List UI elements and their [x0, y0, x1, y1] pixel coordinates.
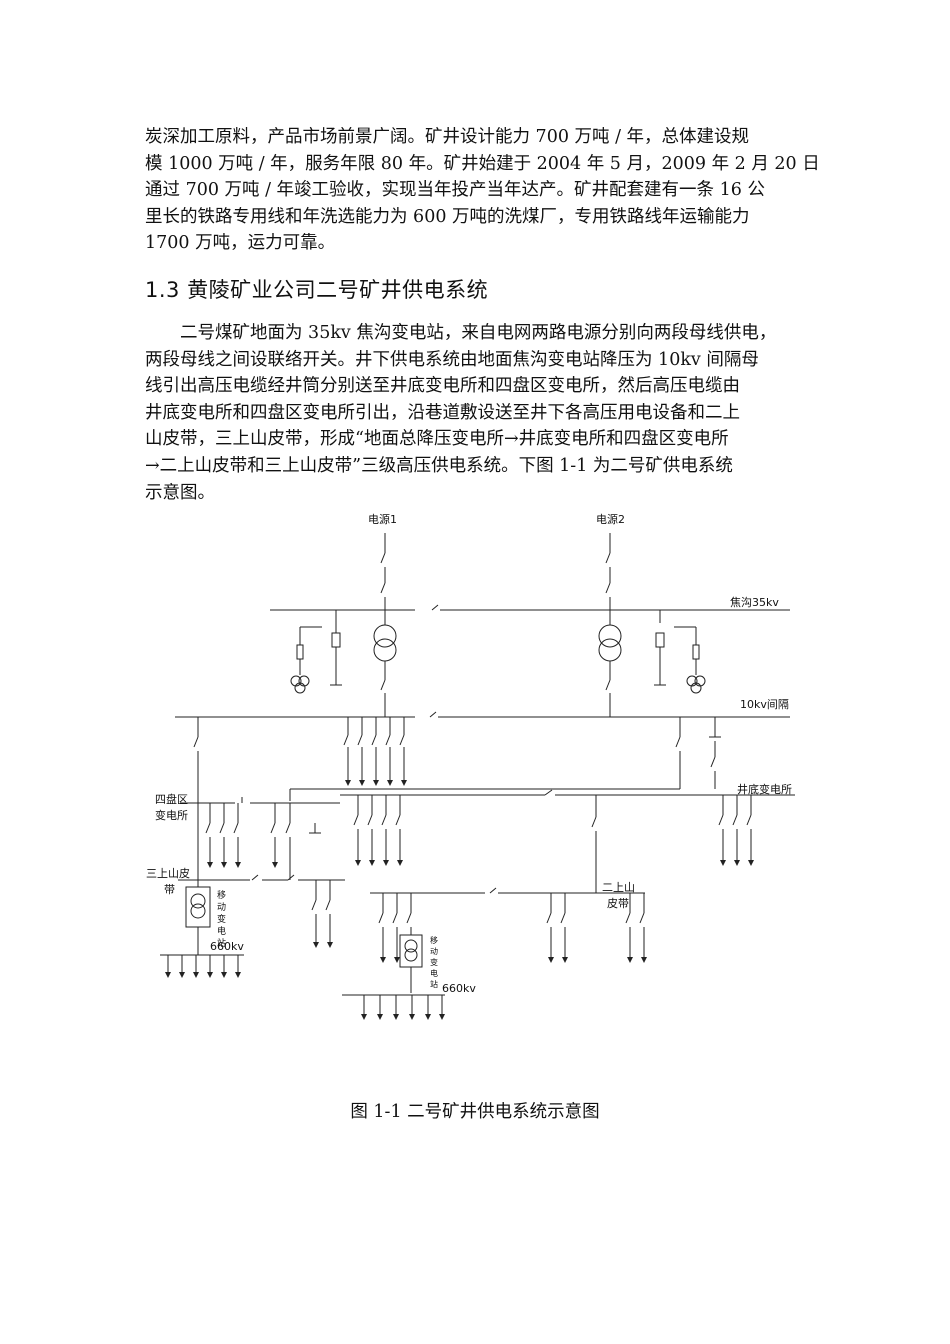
- mobile-label-right: 移 动 变 电 站: [430, 935, 438, 989]
- sanshang-label-1: 三上山皮: [146, 867, 190, 880]
- bus-sipan: [180, 797, 340, 804]
- intro-paragraph: 炭深加工原料，产品市场前景广阔。矿井设计能力 700 万吨 / 年，总体建设规 …: [145, 124, 825, 257]
- sipan-label-2: 变电所: [155, 808, 188, 822]
- svg-text:电: 电: [217, 925, 226, 937]
- sipan-label-1: 四盘区: [155, 792, 188, 806]
- main-transformer-1: [373, 610, 397, 717]
- main-transformer-2: [598, 610, 622, 717]
- text-line: 井底变电所和四盘区变电所引出，沿巷道敷设送至井下各高压用电设备和二上: [145, 402, 740, 423]
- mobile-substation-right: [399, 934, 423, 993]
- source-2-label: 电源2: [596, 512, 625, 526]
- figure-caption: 图 1-1 二号矿井供电系统示意图: [350, 1102, 600, 1122]
- source-2-feeder: [605, 533, 611, 610]
- text-line: 通过 700 万吨 / 年竣工验收，实现当年投产当年达产。矿井配套建有一条 16…: [145, 180, 765, 201]
- mobile-label-left: 移 动 变 电 站: [217, 889, 226, 949]
- left-pt-branch: [290, 610, 342, 694]
- ershang-label-1: 二上山: [602, 881, 635, 894]
- text-line: 示意图。: [145, 482, 215, 503]
- svg-text:动: 动: [430, 946, 438, 956]
- right-pt-branch: [654, 610, 706, 694]
- sanshang-feeders: [311, 880, 333, 948]
- v660-left-label: 660kv: [210, 940, 244, 953]
- text-line: 二号煤矿地面为 35kv 焦沟变电站，来自电网两路电源分别向两段母线供电，: [145, 323, 777, 343]
- bus-ershang: [370, 887, 645, 894]
- bus-35kv-label: 焦沟35kv: [730, 596, 779, 609]
- text-line: →二上山皮带和三上山皮带”三级高压供电系统。下图 1-1 为二号矿供电系统: [145, 455, 733, 476]
- power-supply-diagram: 电源1 电源2 焦沟35kv: [140, 505, 820, 1025]
- svg-text:变: 变: [430, 957, 438, 967]
- jingdi-feeders: [353, 795, 754, 893]
- source-1-label: 电源1: [368, 512, 397, 526]
- ershang-label-2: 皮带: [607, 897, 629, 910]
- bus-jingdi: [340, 789, 795, 796]
- svg-text:移: 移: [430, 935, 438, 945]
- v660-right-label: 660kv: [442, 982, 476, 995]
- sanshang-label-2: 带: [164, 883, 175, 896]
- text-line: 两段母线之间设联络开关。井下供电系统由地面焦沟变电站降压为 10kv 间隔母: [145, 349, 759, 370]
- svg-text:移: 移: [217, 889, 226, 901]
- svg-text:动: 动: [217, 902, 226, 913]
- bus-10kv-label: 10kv间隔: [740, 698, 789, 711]
- svg-text:站: 站: [430, 979, 438, 989]
- text-line: 炭深加工原料，产品市场前景广阔。矿井设计能力 700 万吨 / 年，总体建设规: [145, 127, 750, 147]
- text-line: 线引出高压电缆经井筒分别送至井底变电所和四盘区变电所，然后高压电缆由: [145, 376, 740, 397]
- body-paragraph: 二号煤矿地面为 35kv 焦沟变电站，来自电网两路电源分别向两段母线供电， 两段…: [145, 320, 825, 506]
- source-1-feeder: [380, 533, 386, 610]
- text-line: 里长的铁路专用线和年洗选能力为 600 万吨的洗煤厂，专用铁路线年运输能力: [145, 206, 750, 227]
- jingdi-label: 井底变电所: [737, 782, 792, 796]
- section-heading: 1.3 黄陵矿业公司二号矿井供电系统: [145, 278, 489, 302]
- svg-text:站: 站: [217, 937, 226, 949]
- text-line: 山皮带，三上山皮带，形成“地面总降压变电所→井底变电所和四盘区变电所: [145, 429, 729, 450]
- feeder-to-jingdi: [289, 717, 721, 801]
- sipan-feeders: [197, 803, 321, 880]
- mobile-substation-left: [185, 880, 211, 955]
- bus-10kv: [175, 711, 790, 718]
- bus-35kv: [270, 604, 790, 611]
- bus-10kv-feeders: [343, 717, 407, 786]
- bus-660-left: [160, 954, 244, 978]
- ershang-feeders: [378, 893, 647, 963]
- bus-660-right: [342, 994, 445, 1020]
- svg-text:电: 电: [430, 968, 438, 978]
- feeder-to-sipan: [193, 717, 199, 803]
- bus-sanshang: [178, 874, 345, 881]
- text-line: 模 1000 万吨 / 年，服务年限 80 年。矿井始建于 2004 年 5 月…: [145, 153, 820, 174]
- svg-text:变: 变: [217, 913, 226, 925]
- text-line: 1700 万吨，运力可靠。: [145, 233, 336, 254]
